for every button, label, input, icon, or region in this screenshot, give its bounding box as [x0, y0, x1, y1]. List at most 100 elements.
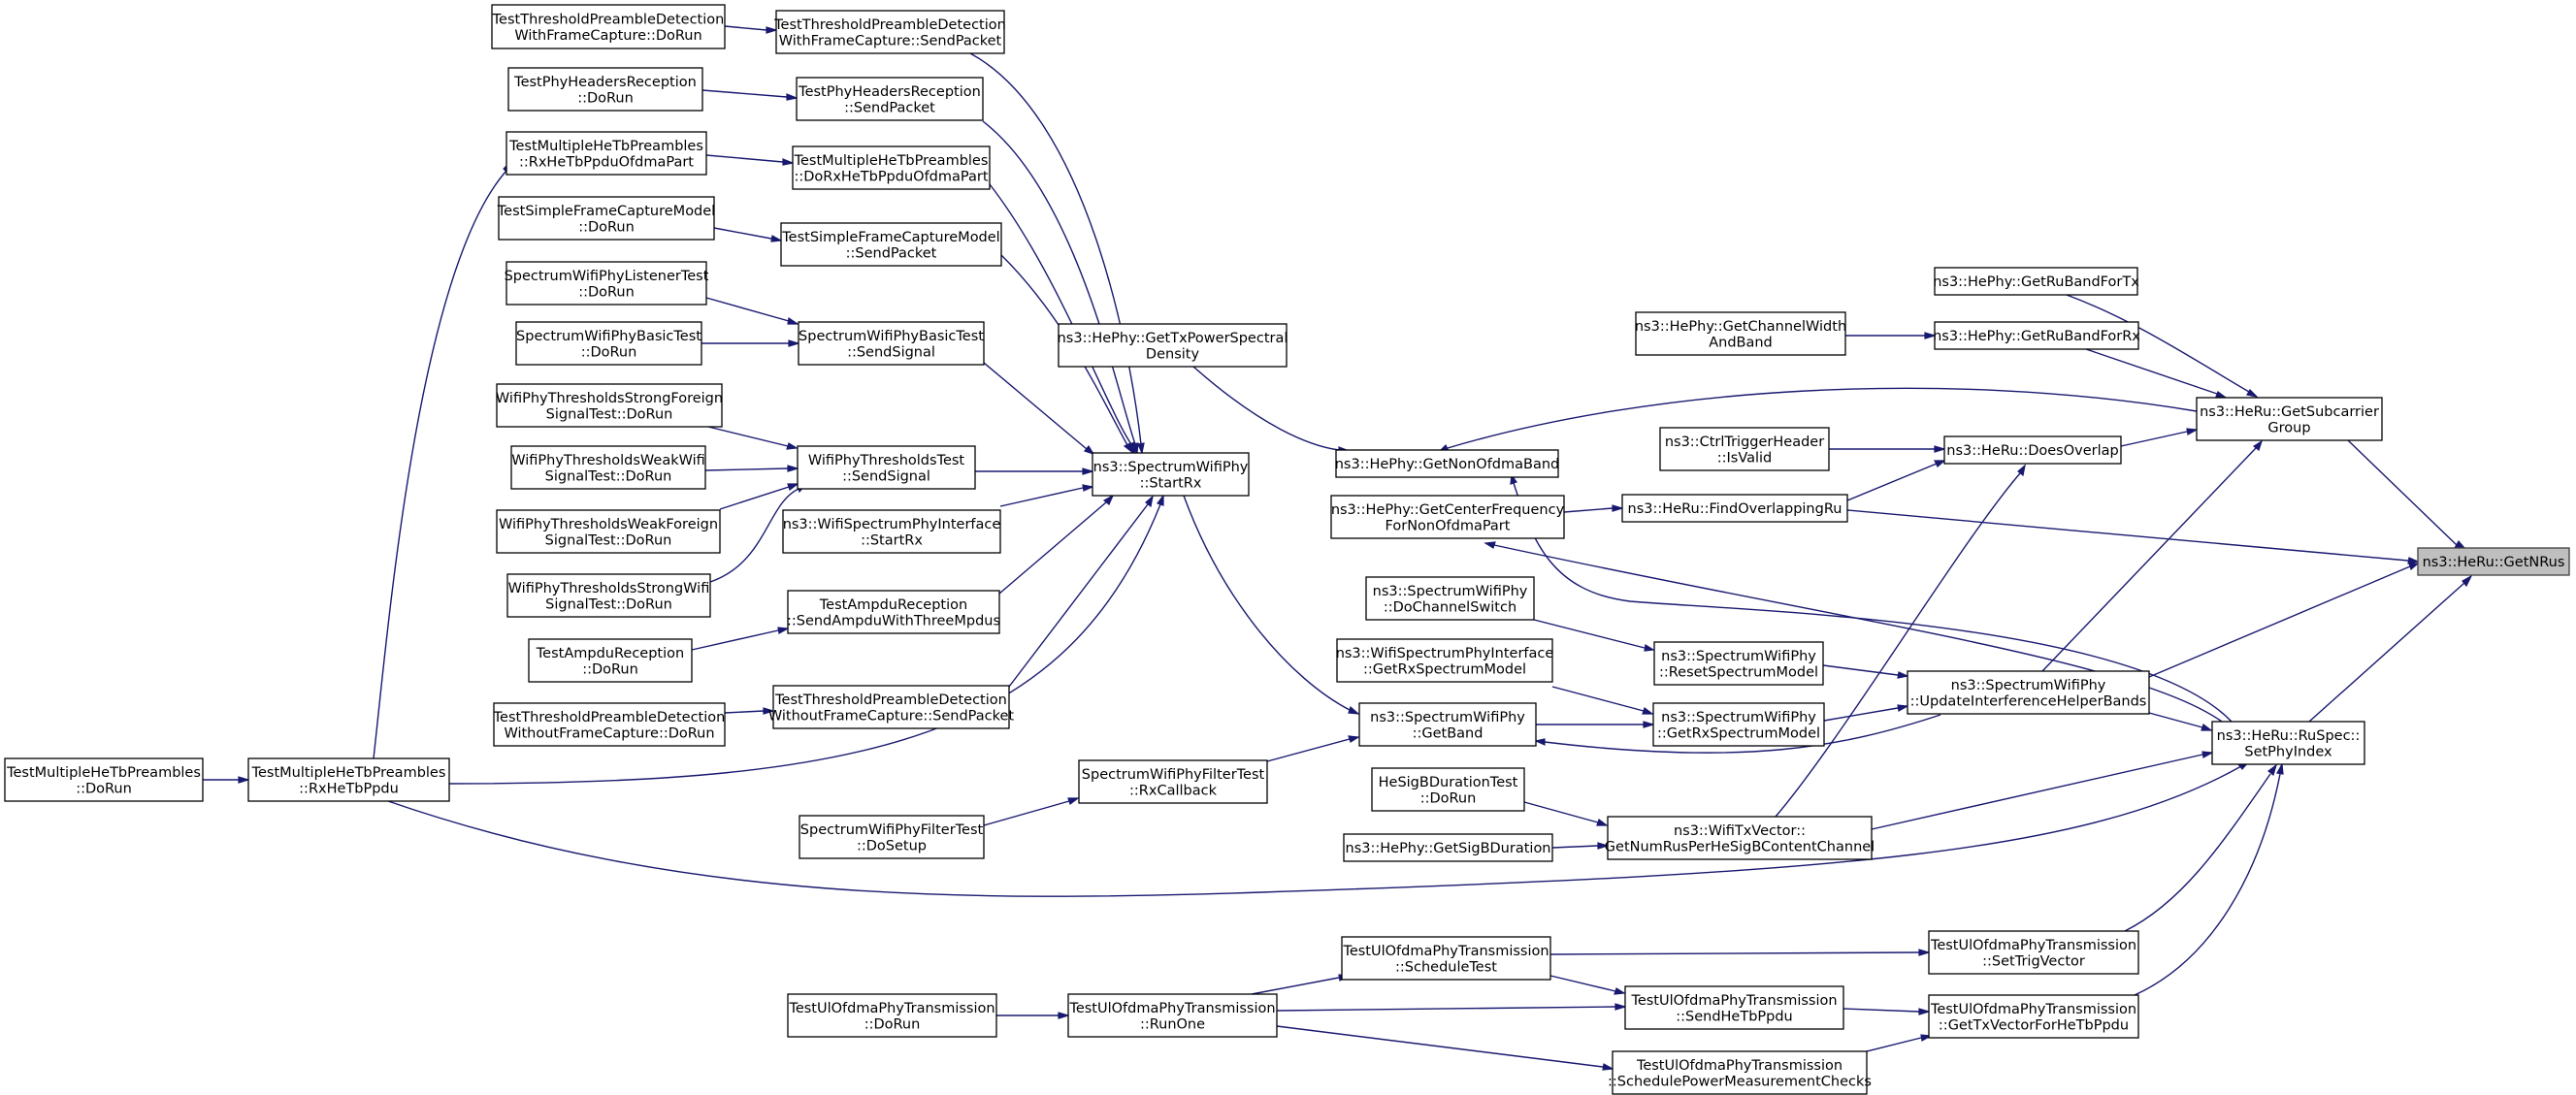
edge-line — [2041, 447, 2257, 672]
node-label-line: ::SendPacket — [844, 100, 935, 115]
node-label-line: TestMultipleHeTbPreambles — [251, 765, 446, 781]
graph-node[interactable]: ns3::HePhy::GetCenterFrequencyForNonOfdm… — [1330, 495, 1565, 539]
graph-node[interactable]: WifiPhyThresholdsWeakForeignSignalTest::… — [496, 509, 721, 554]
graph-node[interactable]: TestMultipleHeTbPreambles::DoRxHeTbPpduO… — [792, 145, 991, 190]
node-label-line: ns3::HePhy::GetRuBandForRx — [1933, 329, 2140, 344]
edge-line — [705, 297, 790, 322]
graph-node[interactable]: TestUlOfdmaPhyTransmission::SendHeTbPpdu — [1624, 985, 1844, 1030]
edge-arrowhead — [1918, 949, 1932, 956]
graph-node[interactable]: ns3::HeRu::RuSpec::SetPhyIndex — [2211, 721, 2365, 765]
graph-node[interactable]: TestMultipleHeTbPreambles::RxHeTbPpdu — [247, 757, 450, 802]
node-label-line: TestUlOfdmaPhyTransmission — [1930, 938, 2136, 953]
node-label-line: ::RunOne — [1140, 1016, 1205, 1032]
graph-node[interactable]: TestMultipleHeTbPreambles::RxHeTbPpduOfd… — [505, 131, 707, 176]
focus-node[interactable]: ns3::HeRu::GetNRus — [2417, 547, 2570, 576]
graph-node[interactable]: ns3::HePhy::GetNonOfdmaBand — [1335, 449, 1560, 478]
edge-line — [1822, 664, 1899, 676]
graph-node[interactable]: TestThresholdPreambleDetectionWithFrameC… — [491, 4, 726, 49]
graph-node[interactable]: HeSigBDurationTest::DoRun — [1371, 767, 1525, 812]
node-label-line: ::StartRx — [861, 532, 923, 548]
graph-node[interactable]: SpectrumWifiPhyBasicTest::SendSignal — [798, 321, 985, 366]
edge-line — [373, 170, 507, 759]
edge-line — [387, 765, 2242, 897]
node-box — [491, 4, 726, 49]
graph-node[interactable]: WifiPhyThresholdsStrongForeignSignalTest… — [496, 383, 723, 428]
edge-arrowhead — [1614, 1003, 1628, 1011]
graph-node[interactable]: TestPhyHeadersReception::DoRun — [507, 67, 703, 112]
graph-node[interactable]: ns3::SpectrumWifiPhy::StartRx — [1092, 452, 1250, 497]
edge-n50-n53 — [1549, 949, 1932, 956]
graph-node[interactable]: ns3::SpectrumWifiPhy::UpdateInterference… — [1907, 670, 2150, 715]
node-box — [2211, 721, 2365, 765]
graph-node[interactable]: TestThresholdPreambleDetectionWithFrameC… — [773, 10, 1006, 54]
graph-node[interactable]: ns3::SpectrumWifiPhy::ResetSpectrumModel — [1653, 641, 1824, 686]
edge-n25-n26 — [1192, 366, 1349, 454]
graph-node[interactable]: ns3::SpectrumWifiPhy::GetBand — [1358, 702, 1537, 747]
edge-line — [719, 486, 790, 510]
edge-line — [2085, 348, 2218, 395]
graph-node[interactable]: ns3::WifiSpectrumPhyInterface::GetRxSpec… — [1336, 638, 1554, 683]
node-label-line: TestThresholdPreambleDetection — [773, 17, 1006, 33]
graph-node[interactable]: TestUlOfdmaPhyTransmission::RunOne — [1067, 993, 1278, 1038]
node-label-line: ::GetRxSpectrumModel — [1363, 661, 1526, 677]
node-box — [4, 757, 204, 802]
graph-node[interactable]: TestThresholdPreambleDetectionWithoutFra… — [768, 685, 1015, 729]
node-box — [775, 10, 1005, 54]
graph-node[interactable]: WifiPhyThresholdsTest::SendSignal — [797, 445, 976, 490]
edge-n06-n24 — [989, 183, 1136, 455]
node-label-line: ::GetTxVectorForHeTbPpdu — [1939, 1017, 2129, 1033]
graph-node[interactable]: ns3::HePhy::GetRuBandForRx — [1933, 321, 2140, 350]
node-label-line: ::RxCallback — [1129, 783, 1218, 798]
graph-node[interactable]: TestUlOfdmaPhyTransmission::ScheduleTest — [1341, 936, 1551, 981]
edge-n03-n04 — [701, 89, 799, 101]
node-label-line: ns3::HeRu::GetNRus — [2423, 555, 2565, 570]
graph-node[interactable]: TestUlOfdmaPhyTransmission::SetTrigVecto… — [1928, 930, 2139, 975]
graph-node[interactable]: TestUlOfdmaPhyTransmission::SchedulePowe… — [1608, 1050, 1872, 1095]
node-label-line: WithFrameCapture::SendPacket — [779, 33, 1002, 48]
graph-node[interactable]: ns3::CtrlTriggerHeader::IsValid — [1659, 427, 1830, 471]
edge-line — [691, 629, 779, 651]
graph-node[interactable]: ns3::HeRu::DoesOverlap — [1943, 435, 2122, 465]
graph-node[interactable]: TestAmpduReception::SendAmpduWithThreeMp… — [787, 590, 1000, 634]
graph-node[interactable]: SpectrumWifiPhyFilterTest::DoSetup — [799, 815, 985, 859]
edge-line — [1533, 619, 1646, 649]
graph-node[interactable]: TestThresholdPreambleDetectionWithoutFra… — [493, 702, 726, 747]
edge-arrowhead — [1596, 819, 1609, 826]
edge-arrowhead — [1897, 704, 1909, 712]
graph-node[interactable]: ns3::SpectrumWifiPhy::DoChannelSwitch — [1365, 576, 1535, 621]
edge-line — [1551, 845, 1599, 849]
graph-node[interactable]: SpectrumWifiPhyBasicTest::DoRun — [515, 321, 702, 366]
graph-node[interactable]: WifiPhyThresholdsWeakWifiSignalTest::DoR… — [510, 445, 706, 490]
graph-node[interactable]: TestUlOfdmaPhyTransmission::DoRun — [787, 993, 997, 1038]
node-label-line: TestPhyHeadersReception — [798, 84, 981, 100]
graph-node[interactable]: ns3::HePhy::GetRuBandForTx — [1933, 267, 2139, 296]
node-label-line: SignalTest::DoRun — [545, 468, 672, 484]
edge-arrowhead — [1642, 707, 1654, 715]
node-label-line: ::UpdateInterferenceHelperBands — [1910, 693, 2147, 709]
graph-node[interactable]: TestUlOfdmaPhyTransmission::GetTxVectorF… — [1928, 994, 2139, 1039]
graph-node[interactable]: TestAmpduReception::DoRun — [528, 638, 693, 683]
node-label-line: TestSimpleFrameCaptureModel — [781, 230, 999, 245]
edge-n12-n14 — [707, 426, 799, 450]
graph-node[interactable]: WifiPhyThresholdsStrongWifiSignalTest::D… — [506, 573, 711, 618]
edge-arrowhead — [1534, 738, 1546, 746]
edge-line — [983, 362, 1088, 450]
graph-node[interactable]: SpectrumWifiPhyListenerTest::DoRun — [505, 261, 709, 306]
edge-arrowhead — [1067, 797, 1080, 805]
edge-arrowhead — [763, 707, 776, 715]
graph-node[interactable]: TestSimpleFrameCaptureModel::SendPacket — [780, 222, 1002, 267]
graph-node[interactable]: TestPhyHeadersReception::SendPacket — [796, 77, 984, 121]
graph-node[interactable]: ns3::HeRu::FindOverlappingRu — [1621, 494, 1848, 523]
node-label-line: TestUlOfdmaPhyTransmission — [1342, 944, 1549, 959]
edge-line — [1544, 714, 1941, 754]
graph-node[interactable]: ns3::WifiTxVector::GetNumRusPerHeSigBCon… — [1605, 816, 1875, 860]
graph-node[interactable]: ns3::WifiSpectrumPhyInterface::StartRx — [782, 509, 1001, 554]
graph-node[interactable]: TestMultipleHeTbPreambles::DoRun — [4, 757, 204, 802]
graph-node[interactable]: TestSimpleFrameCaptureModel::DoRun — [497, 196, 715, 241]
graph-node[interactable]: ns3::SpectrumWifiPhy::GetRxSpectrumModel — [1652, 702, 1825, 747]
graph-node[interactable]: ns3::HePhy::GetSigBDuration — [1343, 833, 1553, 862]
graph-node[interactable]: SpectrumWifiPhyFilterTest::RxCallback — [1078, 759, 1268, 804]
